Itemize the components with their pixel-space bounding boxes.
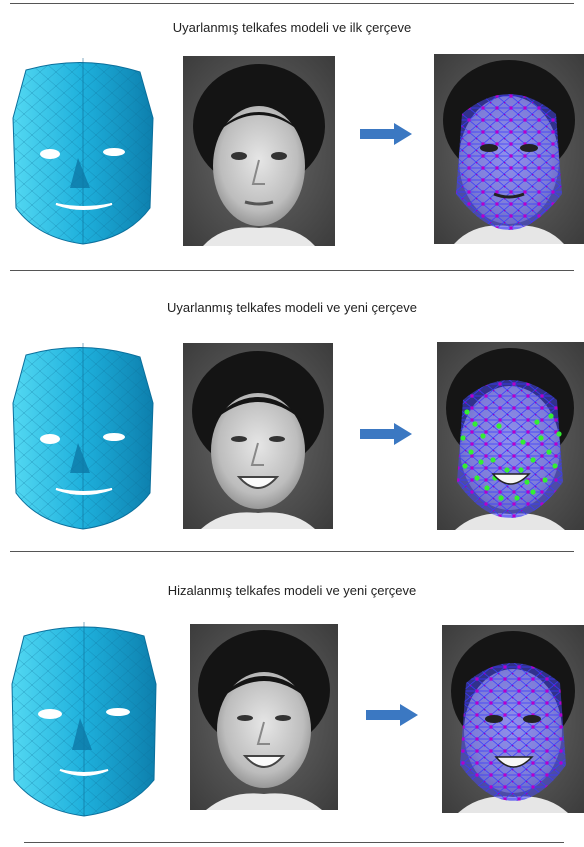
face-photo-mesh-overlay-2 bbox=[437, 342, 584, 530]
section-title-1: Uyarlanmış telkafes modeli ve ilk çerçev… bbox=[172, 20, 412, 35]
smile-mouth bbox=[236, 476, 280, 489]
3d-face-mask-icon bbox=[11, 622, 157, 817]
divider-2 bbox=[10, 551, 574, 552]
mask-nose bbox=[70, 158, 90, 188]
bottom-divider bbox=[24, 842, 564, 843]
mouth bbox=[244, 200, 274, 206]
top-divider bbox=[10, 3, 574, 4]
eye-right bbox=[271, 152, 287, 160]
face-photo-smile-2 bbox=[190, 624, 338, 810]
arrow-right-icon bbox=[360, 123, 412, 145]
face-photo-mesh-overlay-1 bbox=[434, 54, 584, 244]
arrow-right-icon bbox=[360, 423, 412, 445]
green-feature-points bbox=[460, 409, 562, 501]
3d-face-mask-icon bbox=[12, 343, 154, 530]
collar bbox=[203, 227, 315, 246]
face-photo-neutral bbox=[183, 56, 335, 246]
face-photo-mesh-overlay-3 bbox=[442, 625, 584, 813]
mask-mouth bbox=[55, 203, 113, 210]
eye-left bbox=[231, 152, 247, 160]
section-title-2: Uyarlanmış telkafes modeli ve yeni çerçe… bbox=[167, 300, 417, 315]
face-photo-smile-1 bbox=[183, 343, 333, 529]
3d-face-mask-icon bbox=[12, 58, 154, 245]
wireframe-mask-1 bbox=[8, 58, 158, 248]
wireframe-mask-2 bbox=[8, 343, 158, 533]
mask-eye-left bbox=[40, 149, 60, 159]
mask-eye-right bbox=[103, 148, 125, 156]
wireframe-mask-3 bbox=[8, 622, 160, 818]
section-title-3: Hizalanmış telkafes modeli ve yeni çerçe… bbox=[167, 583, 417, 598]
divider-1 bbox=[10, 270, 574, 271]
arrow-right-icon bbox=[366, 704, 418, 726]
face bbox=[213, 106, 305, 226]
